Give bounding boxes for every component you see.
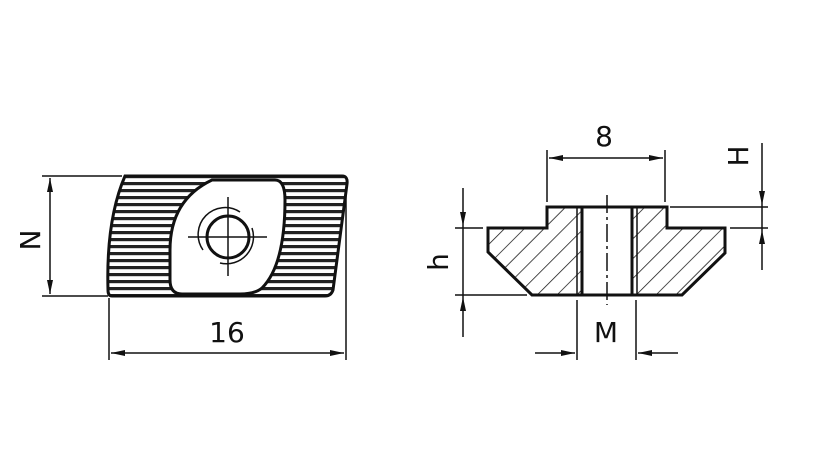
thread-bore: [580, 205, 634, 297]
thread-outer-arc: [197, 206, 255, 265]
dimension-m: [535, 300, 678, 360]
dim-label-h: h: [422, 253, 455, 271]
dimension-n: [42, 175, 122, 297]
dimension-8: [546, 150, 666, 202]
dim-label-H: H: [722, 145, 755, 166]
dimension-16: [108, 190, 347, 360]
centerline-cross: [188, 197, 267, 276]
dimension-h-upper: [670, 143, 768, 270]
dim-label-M: M: [594, 316, 618, 349]
dim-label-8: 8: [595, 120, 613, 153]
thread-lines: [576, 195, 638, 305]
dim-label-16: 16: [209, 316, 245, 349]
dimension-h-lower: [455, 188, 527, 337]
top-view: N 16: [14, 174, 349, 360]
section-view: 8 H h M: [422, 120, 768, 360]
dim-label-n: N: [14, 230, 47, 251]
